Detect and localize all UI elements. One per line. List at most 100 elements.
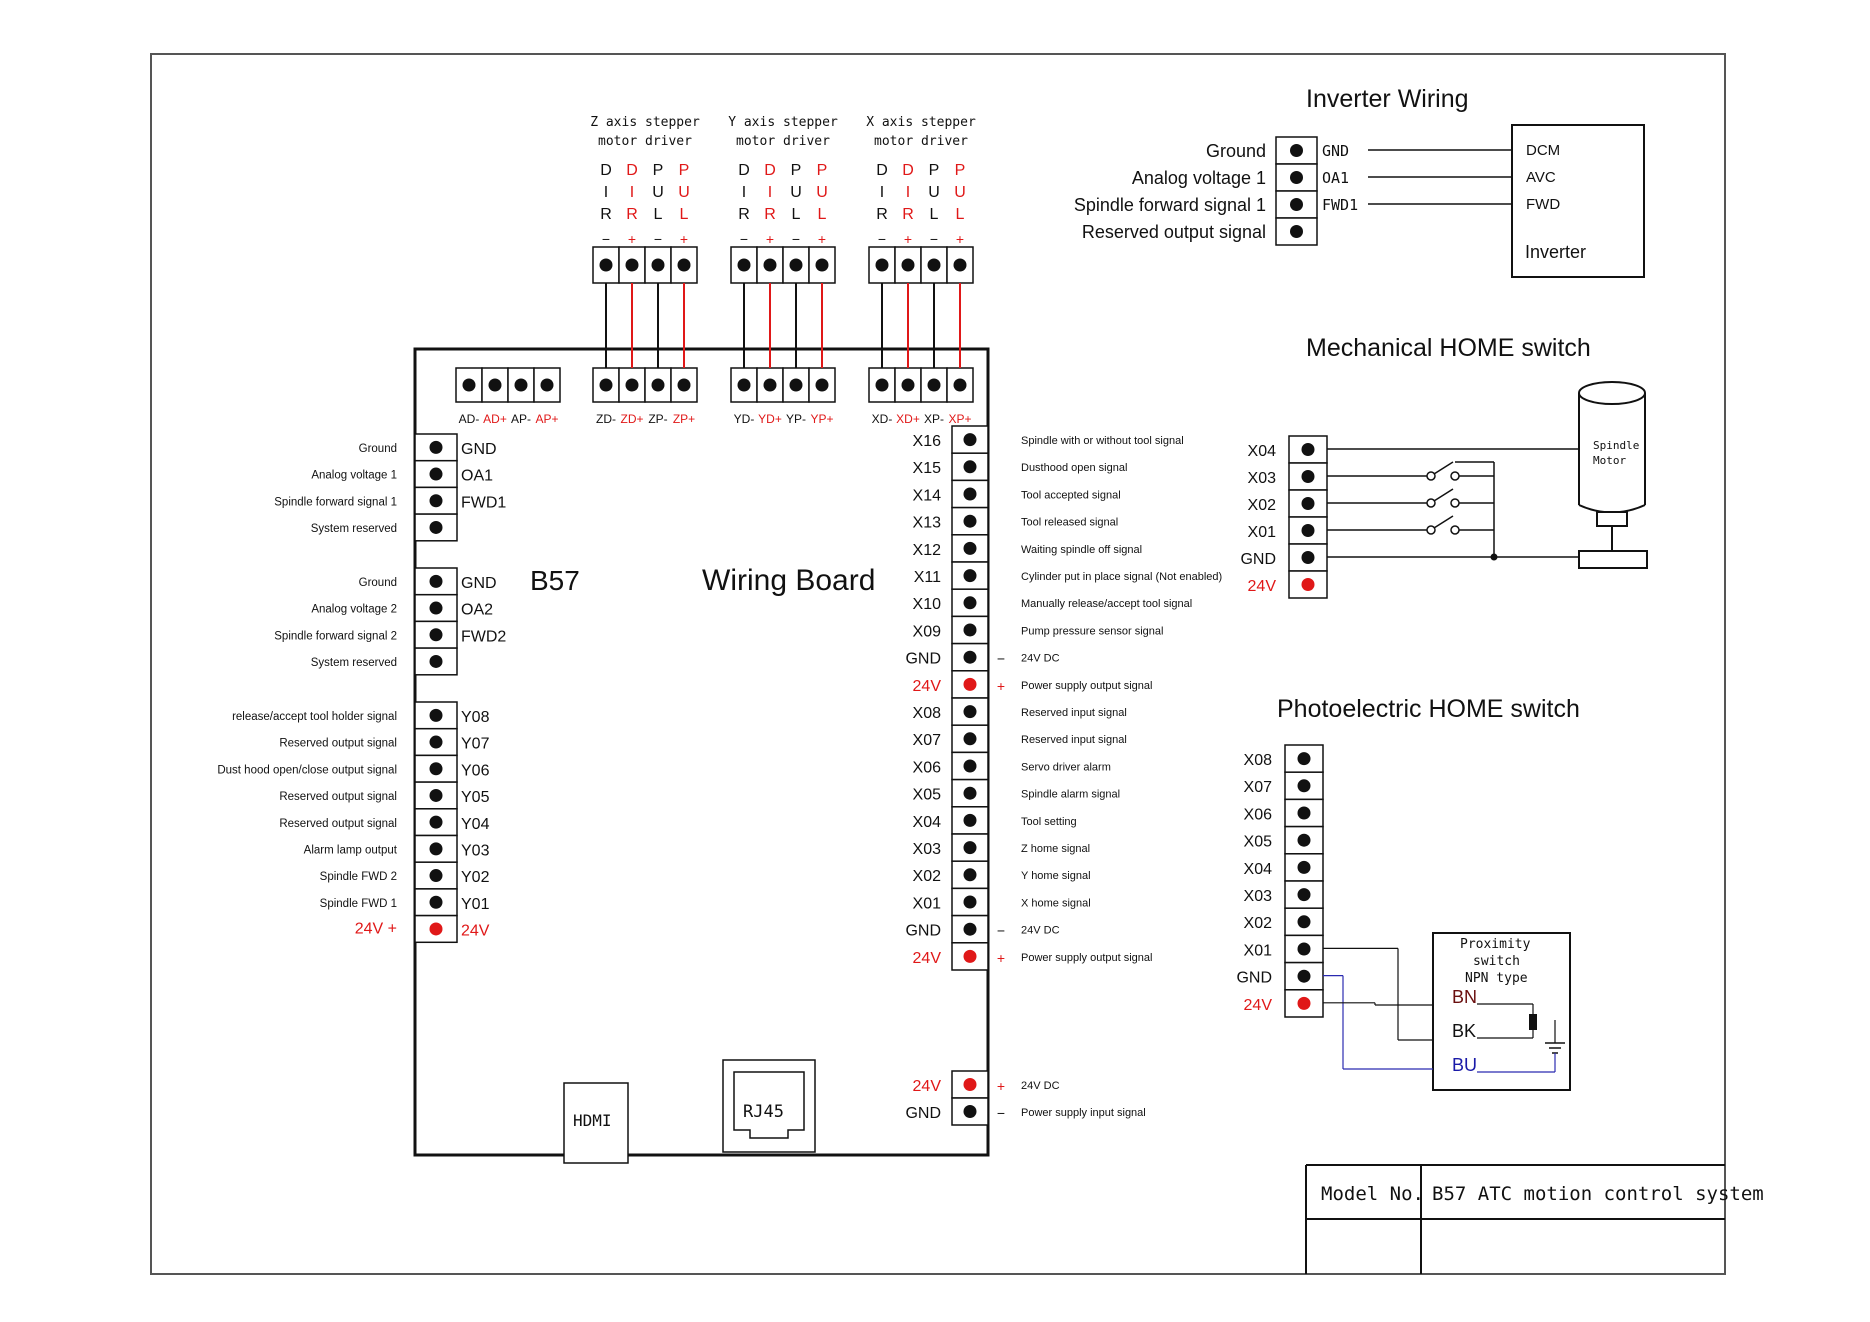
right-terminal-desc: Reserved input signal <box>1021 734 1127 746</box>
sensor-label-3: NPN type <box>1465 971 1528 986</box>
mech-home-terminal-terminal <box>1301 551 1315 564</box>
left-terminal-terminal <box>429 788 443 802</box>
top-connector-label: ZD- <box>596 412 616 426</box>
left-terminal-terminal <box>429 494 443 508</box>
top-connector-label: ZD+ <box>620 412 643 426</box>
driver-pin-letter: I <box>880 184 884 201</box>
mech-home-title: Mechanical HOME switch <box>1306 334 1591 362</box>
left-terminal-pin: Y04 <box>461 816 490 833</box>
left-terminal-pin: Y01 <box>461 896 490 913</box>
driver-title: Z axis stepper <box>590 115 700 130</box>
right-terminal-pin: GND <box>905 651 941 668</box>
right-terminal-desc: Manually release/accept tool signal <box>1021 598 1192 610</box>
right-terminal-sign: − <box>997 923 1005 939</box>
photo-home-pin: X07 <box>1244 779 1273 796</box>
left-terminal-terminal <box>429 762 443 776</box>
power-input-sign: + <box>997 1078 1005 1094</box>
right-terminal-pin: X13 <box>913 515 942 532</box>
right-terminal-sign: + <box>997 678 1005 694</box>
right-terminal-desc: Waiting spindle off signal <box>1021 544 1142 556</box>
driver-title: motor driver <box>736 134 830 149</box>
photo-home-terminal-terminal <box>1297 806 1311 820</box>
photo-home-pin: X08 <box>1244 752 1273 769</box>
left-terminal-terminal <box>429 628 443 642</box>
inverter-terminal-terminal <box>1290 198 1303 211</box>
power-input-desc: 24V DC <box>1021 1080 1060 1092</box>
mech-home-terminal-terminal <box>1301 443 1315 456</box>
left-terminal-desc: Spindle forward signal 1 <box>274 496 397 508</box>
mech-home-terminal-terminal <box>1301 470 1315 483</box>
top-connector-0-pin-1-terminal <box>488 378 502 392</box>
left-terminal-desc: Reserved output signal <box>279 818 397 830</box>
driver-title: Y axis stepper <box>728 115 838 130</box>
driver-2-pin-0-terminal <box>875 258 889 272</box>
driver-pin-letter: D <box>600 162 612 179</box>
right-terminal-desc: Pump pressure sensor signal <box>1021 625 1163 637</box>
left-terminal-pin: OA1 <box>461 468 493 485</box>
driver-pin-sign: + <box>904 231 912 247</box>
right-terminal-pin: X06 <box>913 759 942 776</box>
driver-pin-sign: + <box>766 231 774 247</box>
top-connector-0-pin-3-terminal <box>540 378 554 392</box>
board-name: B57 <box>530 565 580 596</box>
right-terminal-desc: 24V DC <box>1021 653 1060 665</box>
left-terminal-terminal <box>429 708 443 722</box>
switch-contact <box>1426 498 1436 508</box>
inverter-device-pin: FWD <box>1526 196 1560 213</box>
right-terminal-pin: X10 <box>913 596 942 613</box>
spindle-motor: Spindle Motor <box>1578 381 1646 551</box>
driver-pin-letter: L <box>956 206 965 223</box>
right-terminal-terminal <box>963 487 977 501</box>
inverter-pin: OA1 <box>1322 169 1349 187</box>
left-terminal-desc: Reserved output signal <box>279 791 397 803</box>
driver-pin-sign: − <box>654 231 662 247</box>
right-terminal-desc: Tool setting <box>1021 816 1077 828</box>
driver-pin-sign: − <box>930 231 938 247</box>
power-input-terminal-terminal <box>963 1078 977 1091</box>
driver-pin-letter: L <box>818 206 827 223</box>
driver-pin-letter: L <box>930 206 939 223</box>
right-terminal-desc: Cylinder put in place signal (Not enable… <box>1021 571 1222 583</box>
left-terminal-pin: Y05 <box>461 789 490 806</box>
top-connector-label: AP- <box>511 412 531 426</box>
motor-label-1: Spindle <box>1593 439 1639 452</box>
left-terminal-terminal <box>429 440 443 454</box>
left-terminal-desc: 24V + <box>355 921 397 938</box>
left-terminal-desc: Alarm lamp output <box>304 845 398 857</box>
title-block: Model No. B57 ATC motion control system <box>1305 1164 1764 1274</box>
power-input-sign: − <box>997 1105 1005 1121</box>
switch-contact <box>1450 471 1460 481</box>
rj45-label: RJ45 <box>743 1102 784 1122</box>
right-terminal-desc: Z home signal <box>1021 843 1090 855</box>
driver-pin-letter: R <box>626 206 638 223</box>
right-terminal-terminal <box>963 596 977 610</box>
right-terminal-terminal <box>963 705 977 719</box>
photo-home-section: Photoelectric HOME switch Proximity swit… <box>1277 695 1580 1091</box>
proximity-wire-label: BN <box>1452 987 1477 1007</box>
driver-pin-sign: − <box>602 231 610 247</box>
mech-home-section: Mechanical HOME switch Spindle Motor <box>1306 334 1648 569</box>
photo-home-terminal-terminal <box>1297 996 1311 1010</box>
driver-pin-letter: D <box>764 162 776 179</box>
left-terminal-desc: Analog voltage 2 <box>311 604 397 616</box>
right-terminal-desc: 24V DC <box>1021 925 1060 937</box>
inverter-pin: GND <box>1322 142 1349 160</box>
board-title: Wiring Board <box>702 564 875 597</box>
driver-0-pin-3-terminal <box>677 258 691 272</box>
driver-pin-sign: − <box>792 231 800 247</box>
photo-home-pin: X03 <box>1244 888 1273 905</box>
left-terminal-pin: Y06 <box>461 762 490 779</box>
inverter-terminal-terminal <box>1290 144 1303 157</box>
driver-pin-letter: I <box>906 184 910 201</box>
proximity-wire-label: BU <box>1452 1055 1477 1075</box>
switch-lever <box>1433 461 1454 475</box>
right-terminal-desc: Reserved input signal <box>1021 707 1127 719</box>
top-connector-1-pin-0-terminal <box>599 378 613 392</box>
driver-2-pin-3-terminal <box>953 258 967 272</box>
left-terminal-terminal <box>429 842 443 856</box>
right-terminal-pin: X09 <box>913 623 942 640</box>
driver-pin-letter: R <box>738 206 750 223</box>
mech-home-terminal-terminal <box>1301 497 1315 510</box>
right-terminal-terminal <box>963 460 977 474</box>
top-connector-2-pin-1-terminal <box>763 378 777 392</box>
